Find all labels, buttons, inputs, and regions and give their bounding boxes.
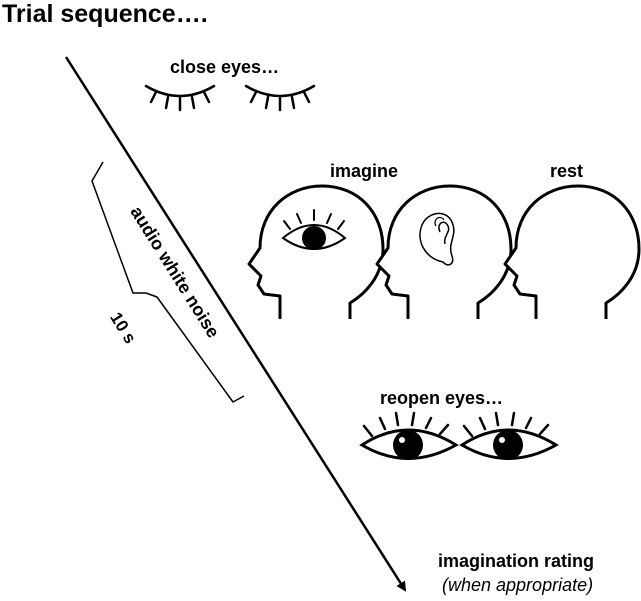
diagram-title: Trial sequence…. xyxy=(2,0,208,28)
reopen-eyes-label: reopen eyes… xyxy=(380,388,504,408)
head-profile-icon xyxy=(503,184,641,319)
close-eyes-label: close eyes… xyxy=(170,57,280,77)
imagination-rating-label: imagination rating xyxy=(438,551,595,571)
closed-eye-icon xyxy=(244,84,316,112)
rest-label: rest xyxy=(550,161,584,181)
imagine-label: imagine xyxy=(330,161,399,181)
head-with-eye-icon xyxy=(247,184,385,319)
head-with-ear-icon xyxy=(375,184,513,319)
noise-bracket xyxy=(91,161,245,403)
closed-eye-icon xyxy=(144,84,216,112)
open-eye-icon xyxy=(359,411,459,460)
open-eye-icon xyxy=(459,411,559,460)
rating-note: (when appropriate) xyxy=(442,575,594,595)
timeline-arrow xyxy=(64,56,407,592)
